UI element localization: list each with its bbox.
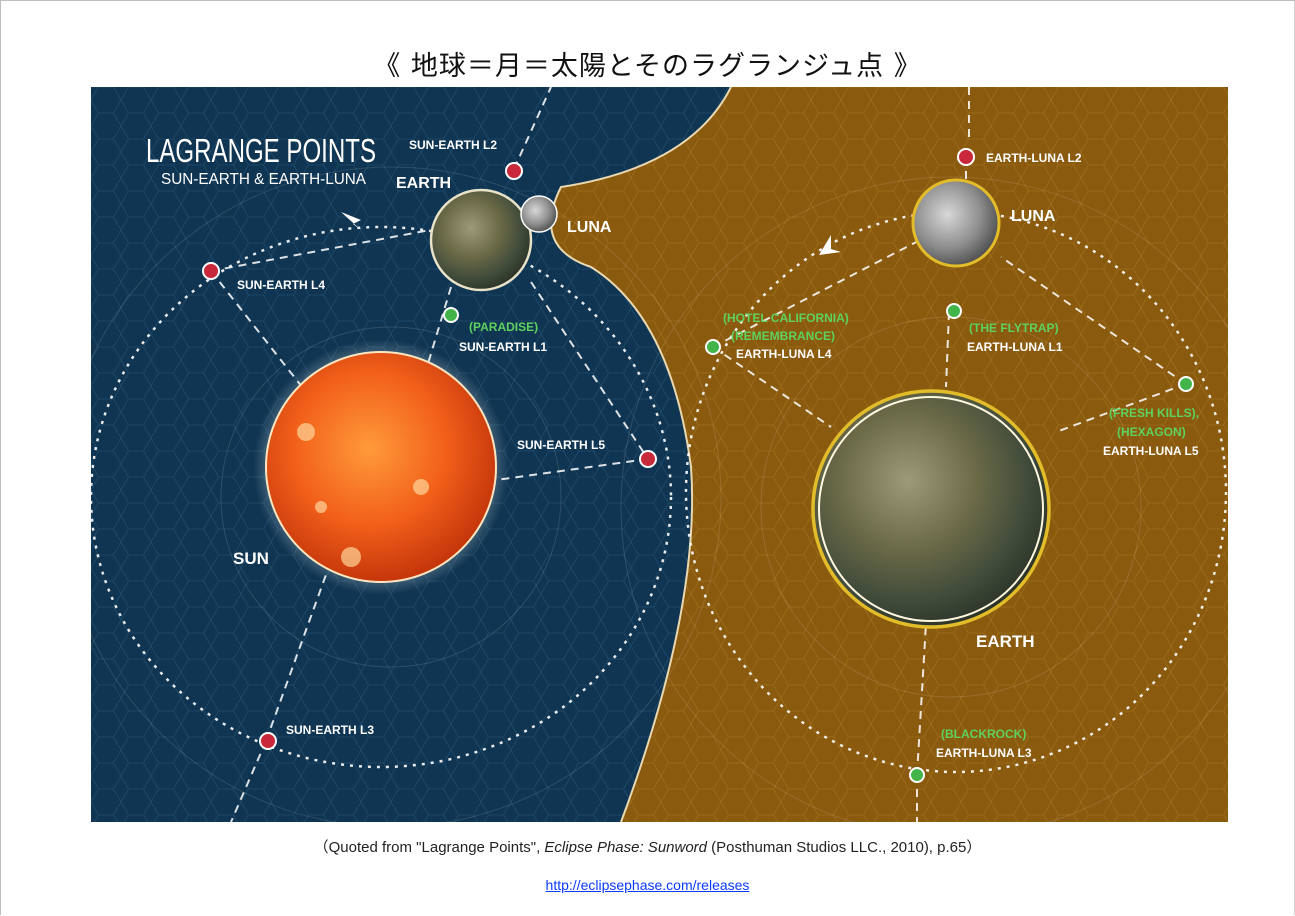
flytrap-habitat-label: (THE FLYTRAP) [969, 321, 1059, 335]
earth-luna-l2-marker [957, 148, 975, 166]
luna-large-label: LUNA [1011, 208, 1056, 225]
source-link-row: http://eclipsephase.com/releases [0, 877, 1295, 893]
sun-earth-l3-label: SUN-EARTH L3 [286, 723, 374, 737]
sun-earth-l5-label: SUN-EARTH L5 [517, 438, 605, 452]
earth-luna-l2-label: EARTH-LUNA L2 [986, 151, 1082, 165]
source-link[interactable]: http://eclipsephase.com/releases [545, 877, 750, 893]
blackrock-habitat-label: (BLACKROCK) [941, 727, 1026, 741]
earth-luna-l3-label: EARTH-LUNA L3 [936, 746, 1032, 760]
orbit-arrow-icon [819, 235, 841, 255]
sun-earth-lines [210, 87, 649, 822]
luna-large-icon [911, 178, 1001, 268]
sun-earth-l3-marker [259, 732, 277, 750]
sun-earth-l2-marker [505, 162, 523, 180]
earth-small-icon [429, 188, 533, 292]
sun-label: SUN [233, 549, 269, 568]
sun-earth-l4-label: SUN-EARTH L4 [237, 278, 325, 292]
earth-luna-l3-marker [909, 767, 925, 783]
sun-icon [265, 351, 497, 583]
fresh-kills-habitat-label: (FRESH KILLS), [1109, 406, 1199, 420]
caption-suffix: (Posthuman Studios LLC., 2010), p.65） [707, 839, 982, 856]
remembrance-habitat-label: (REMEMBRANCE) [731, 329, 835, 343]
luna-small-label: LUNA [567, 219, 612, 236]
sun-earth-l2-label: SUN-EARTH L2 [409, 138, 497, 152]
diagram-subheading: SUN-EARTH & EARTH-LUNA [161, 171, 366, 188]
lagrange-diagram: LAGRANGE POINTS SUN-EARTH & EARTH-LUNA S… [91, 87, 1228, 822]
page-title: 《 地球＝月＝太陽とそのラグランジュ点 》 [373, 51, 922, 82]
earth-luna-l1-label: EARTH-LUNA L1 [967, 340, 1063, 354]
earth-luna-l5-marker [1178, 376, 1194, 392]
hotel-california-habitat-label: (HOTEL CALIFORNIA) [723, 311, 849, 325]
sun-earth-orbit [91, 225, 673, 769]
earth-large-icon [811, 389, 1051, 629]
sun-earth-l5-marker [639, 450, 657, 468]
paradise-habitat-label: (PARADISE) [469, 320, 538, 334]
earth-luna-l1-marker [946, 303, 962, 319]
earth-luna-l4-marker [705, 339, 721, 355]
earth-large-label: EARTH [976, 632, 1035, 651]
hexagon-habitat-label: (HEXAGON) [1117, 425, 1186, 439]
figure-caption: （Quoted from "Lagrange Points", Eclipse … [0, 836, 1295, 857]
diagram-svg: LAGRANGE POINTS SUN-EARTH & EARTH-LUNA S… [91, 87, 1228, 822]
luna-small-icon [520, 195, 558, 233]
diagram-heading: LAGRANGE POINTS [146, 132, 376, 169]
sun-earth-l1-marker [443, 307, 459, 323]
earth-luna-l4-label: EARTH-LUNA L4 [736, 347, 832, 361]
sun-earth-l1-label: SUN-EARTH L1 [459, 340, 547, 354]
earth-small-label: EARTH [396, 175, 451, 192]
caption-book-title: Eclipse Phase: Sunword [544, 839, 708, 856]
earth-luna-orbit [684, 210, 1228, 774]
earth-luna-lines [712, 87, 1187, 822]
caption-prefix: （Quoted from "Lagrange Points", [313, 839, 545, 856]
sun-earth-l4-marker [202, 262, 220, 280]
earth-luna-l5-label: EARTH-LUNA L5 [1103, 444, 1199, 458]
orbit-arrow-icon [341, 212, 361, 230]
